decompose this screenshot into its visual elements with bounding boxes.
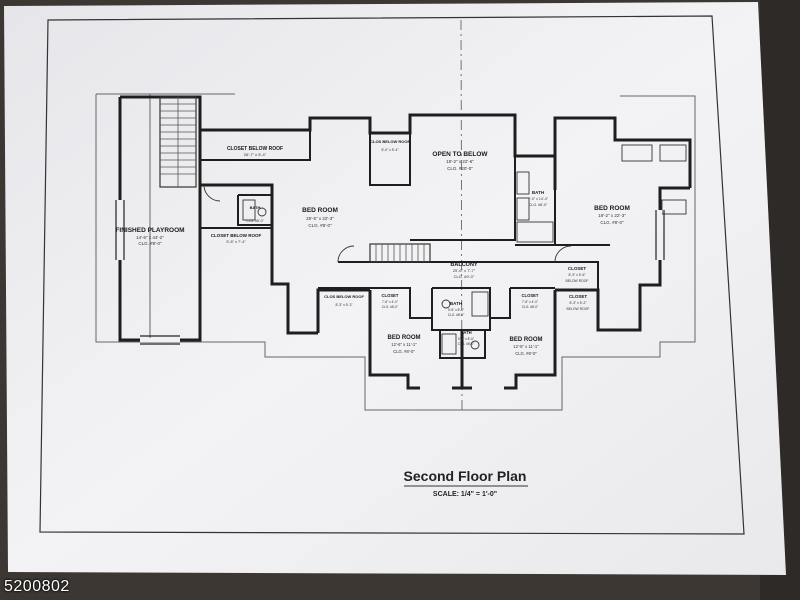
room-bath-right: BATH 7'-0" x 14'-4" CLG. #8'-0" — [528, 190, 549, 207]
plan-scale: SCALE: 1/4" = 1'-0" — [433, 491, 497, 498]
room-bath-small: BATH 5'-6" x 8'-6" CLG. #8'-0" — [458, 330, 474, 346]
svg-text:BELOW ROOF: BELOW ROOF — [566, 279, 589, 283]
svg-text:12'-6" x 11'-1": 12'-6" x 11'-1" — [391, 342, 417, 347]
svg-text:CLG. #8'-0": CLG. #8'-0" — [458, 342, 474, 346]
room-open-to-below: OPEN TO BELOW 18'-2" x 22'-6" CLG. #20'-… — [432, 151, 488, 171]
room-bath-left: BATH CLG. #8'-0" — [246, 205, 264, 223]
svg-text:25'-5" x 22'-3": 25'-5" x 22'-3" — [306, 216, 334, 221]
listing-id-watermark: 5200802 — [4, 578, 70, 595]
svg-text:5'-8" x 7'-4": 5'-8" x 7'-4" — [226, 240, 246, 244]
svg-text:FINISHED PLAYROOM: FINISHED PLAYROOM — [115, 227, 184, 234]
svg-text:BELOW ROOF: BELOW ROOF — [567, 307, 590, 311]
drawing-border — [39, 15, 745, 535]
svg-text:12'-6" x 11'-1": 12'-6" x 11'-1" — [513, 344, 539, 349]
room-closet-mid-right: CLOSET 7'-6" x 4'-0" CLG. #8'-0" — [522, 293, 539, 309]
room-clos-below-roof-low: CLOS BELOW ROOF 8'-3" x 5'-3" — [324, 294, 364, 307]
svg-text:CLOSET: CLOSET — [382, 293, 399, 298]
svg-text:5'-6" x 8'-6": 5'-6" x 8'-6" — [448, 308, 464, 312]
svg-text:BATH: BATH — [250, 205, 261, 210]
svg-text:CLG. #8'-0": CLG. #8'-0" — [308, 223, 332, 228]
room-bath-mid: BATH 5'-6" x 8'-6" CLG. #8'-0" — [448, 301, 464, 317]
svg-text:CLG. #20'-0": CLG. #20'-0" — [447, 166, 473, 171]
room-bed-room-left: BED ROOM 25'-5" x 22'-3" CLG. #8'-0" — [302, 207, 338, 228]
fixtures — [203, 144, 687, 355]
svg-text:5'-6" x 8'-6": 5'-6" x 8'-6" — [458, 337, 474, 341]
svg-text:CLG. #8'-0": CLG. #8'-0" — [515, 351, 537, 356]
windows — [115, 200, 665, 390]
svg-text:18'-2" x 22'-3": 18'-2" x 22'-3" — [598, 213, 626, 218]
stair-playroom — [159, 96, 197, 188]
svg-text:8'-3" x 5'-2": 8'-3" x 5'-2" — [569, 301, 587, 305]
room-closet-right-b: CLOSET 8'-3" x 5'-2" BELOW ROOF — [567, 294, 590, 311]
room-bed-room-br: BED ROOM 12'-6" x 11'-1" CLG. #8'-0" — [510, 337, 543, 356]
svg-text:8'-3" x 5'-3": 8'-3" x 5'-3" — [335, 303, 353, 307]
svg-text:CLOSET: CLOSET — [568, 266, 587, 271]
svg-text:BATH: BATH — [460, 330, 471, 335]
roof-outline — [95, 94, 696, 411]
svg-text:7'-6" x 4'-0": 7'-6" x 4'-0" — [382, 300, 398, 304]
room-closet-below-roof-top: CLOSET BELOW ROOF 26'-7" x 5'-4" — [227, 146, 283, 157]
room-closet-mid-left: CLOSET 7'-6" x 4'-0" CLG. #8'-0" — [382, 293, 399, 309]
interior-walls — [200, 115, 610, 359]
svg-text:OPEN TO BELOW: OPEN TO BELOW — [432, 151, 488, 158]
svg-text:BED ROOM: BED ROOM — [302, 207, 338, 214]
svg-text:CLOSET: CLOSET — [522, 293, 539, 298]
svg-text:BATH: BATH — [532, 190, 544, 195]
svg-text:BED ROOM: BED ROOM — [388, 335, 421, 341]
svg-text:CLG. #8'-0": CLG. #8'-0" — [448, 313, 464, 317]
svg-text:CLOSET BELOW ROOF: CLOSET BELOW ROOF — [211, 233, 262, 238]
svg-text:18'-2" x 22'-6": 18'-2" x 22'-6" — [446, 159, 474, 164]
room-bed-room-right: BED ROOM 18'-2" x 22'-3" CLG. #8'-0" — [594, 205, 630, 225]
svg-text:26'-7" x 5'-4": 26'-7" x 5'-4" — [244, 152, 267, 157]
room-finished-playroom: FINISHED PLAYROOM 14'-6" x 44'-2" CLG. #… — [115, 227, 184, 246]
plan-title: Second Floor Plan — [404, 468, 527, 484]
svg-text:CLOS BELOW ROOF: CLOS BELOW ROOF — [324, 294, 364, 299]
svg-text:CLG. #8'-0": CLG. #8'-0" — [382, 305, 398, 309]
svg-text:8'-3" x 5'-6": 8'-3" x 5'-6" — [568, 273, 586, 277]
stair-balcony — [369, 243, 431, 263]
svg-text:CLG. #8'-0": CLG. #8'-0" — [529, 203, 548, 207]
room-balcony: BALCONY 25'-6" x 7'-7" CLG. #9'-0" — [450, 262, 478, 279]
svg-text:CLG. #8'-0": CLG. #8'-0" — [138, 241, 162, 246]
svg-text:CLOS BELOW ROOF: CLOS BELOW ROOF — [370, 139, 410, 144]
room-closet-below-roof-left: CLOSET BELOW ROOF 5'-8" x 7'-4" — [211, 233, 262, 244]
room-closet-right-a: CLOSET 8'-3" x 5'-6" BELOW ROOF — [566, 266, 589, 283]
svg-text:BALCONY: BALCONY — [450, 262, 478, 268]
svg-text:7'-0" x 14'-4": 7'-0" x 14'-4" — [528, 197, 549, 201]
svg-text:BATH: BATH — [450, 301, 462, 306]
svg-text:CLOSET BELOW ROOF: CLOSET BELOW ROOF — [227, 146, 283, 152]
svg-text:CLG. #8'-0": CLG. #8'-0" — [393, 349, 415, 354]
room-bed-room-bl: BED ROOM 12'-6" x 11'-1" CLG. #8'-0" — [388, 335, 421, 354]
svg-text:CLOSET: CLOSET — [569, 294, 588, 299]
svg-text:CLG. #8'-0": CLG. #8'-0" — [522, 305, 538, 309]
svg-text:7'-6" x 4'-0": 7'-6" x 4'-0" — [522, 300, 538, 304]
room-clos-below-roof-center: CLOS BELOW ROOF 8'-0" x 5'-4" — [370, 139, 410, 152]
svg-text:CLG. #9'-0": CLG. #9'-0" — [454, 274, 475, 279]
svg-text:BED ROOM: BED ROOM — [594, 205, 630, 212]
svg-text:CLG. #8'-0": CLG. #8'-0" — [600, 220, 624, 225]
floor-plan: FINISHED PLAYROOM 14'-6" x 44'-2" CLG. #… — [95, 93, 696, 411]
svg-text:BED ROOM: BED ROOM — [510, 337, 543, 343]
svg-text:CLG. #8'-0": CLG. #8'-0" — [246, 219, 264, 223]
svg-text:25'-6" x 7'-7": 25'-6" x 7'-7" — [453, 268, 476, 273]
svg-text:8'-0" x 5'-4": 8'-0" x 5'-4" — [381, 148, 399, 152]
svg-text:14'-6" x 44'-2": 14'-6" x 44'-2" — [136, 235, 164, 240]
